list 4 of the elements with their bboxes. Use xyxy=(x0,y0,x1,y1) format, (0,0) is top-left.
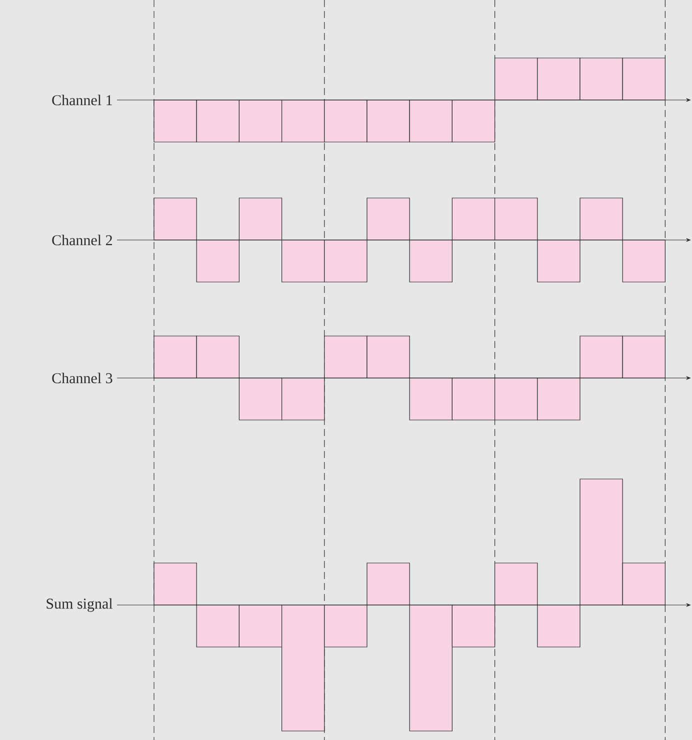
channel-label: Sum signal xyxy=(46,598,112,612)
channel-label: Channel 2 xyxy=(52,234,112,246)
channel-label: Channel 1 xyxy=(52,94,112,106)
channel-label: Channel 3 xyxy=(52,372,112,384)
